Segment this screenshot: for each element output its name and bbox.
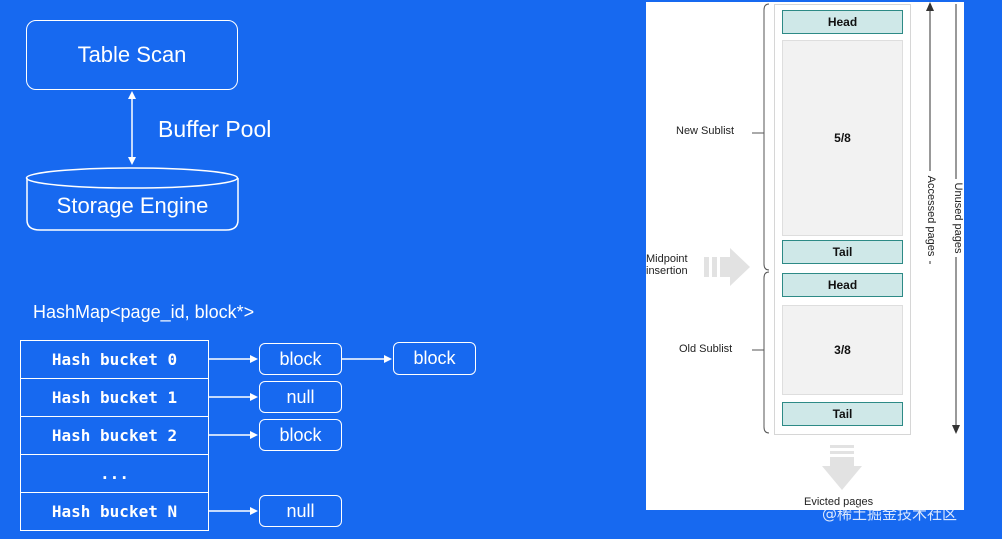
evicted-pages-label: Evicted pages [804, 496, 874, 508]
new-tail-box: Tail [782, 240, 903, 264]
watermark-text: @稀土掘金技术社区 [822, 505, 958, 523]
bucket1-null: null [259, 381, 342, 413]
storage-engine-label: Storage Engine [56, 193, 209, 218]
new-head-box: Head [782, 10, 903, 34]
new-sublist-label: New Sublist [676, 125, 735, 137]
buffer-pool-label: Buffer Pool [158, 116, 272, 142]
bucket0-block-1: block [259, 343, 342, 375]
new-fraction-label: 5/8 [834, 131, 851, 145]
bucket1-null-label: null [286, 386, 315, 407]
hash-bucket-2-label: Hash bucket 2 [51, 426, 178, 445]
lru-panel: Head 5/8 Tail Head 3/8 Tail New Sublist … [646, 2, 964, 510]
unused-pages-label: Unused pages [952, 179, 964, 257]
hash-bucket-1-label: Hash bucket 1 [51, 388, 178, 407]
new-tail-label: Tail [832, 245, 853, 259]
old-sublist-pages: 3/8 [782, 305, 903, 395]
hash-bucket-n-label: Hash bucket N [51, 502, 178, 521]
midpoint-insertion-label: Midpoint insertion [646, 253, 688, 277]
old-head-label: Head [827, 278, 858, 292]
new-head-label: Head [827, 15, 858, 29]
bucketn-null-label: null [286, 500, 315, 521]
hashmap-title: HashMap<page_id, block*> [33, 302, 255, 322]
bucket2-block-label: block [279, 424, 322, 445]
bucketn-null: null [259, 495, 342, 527]
table-scan-box: Table Scan [26, 20, 238, 90]
old-sublist-label: Old Sublist [679, 343, 733, 355]
old-head-box: Head [782, 273, 903, 297]
new-sublist-pages: 5/8 [782, 40, 903, 236]
old-tail-label: Tail [832, 407, 853, 421]
table-scan-label: Table Scan [77, 42, 187, 67]
hash-bucket-0-label: Hash bucket 0 [51, 350, 178, 369]
bucket0-block-2: block [393, 342, 476, 375]
old-tail-box: Tail [782, 402, 903, 426]
hash-bucket-n: Hash bucket N [20, 492, 209, 531]
accessed-pages-label: Accessed pages [925, 171, 937, 261]
hash-bucket-ellipsis-label: ... [100, 464, 129, 483]
bucket2-block: block [259, 419, 342, 451]
old-fraction-label: 3/8 [834, 343, 851, 357]
bucket0-block-2-label: block [413, 348, 456, 368]
bucket0-block-1-label: block [279, 348, 322, 369]
